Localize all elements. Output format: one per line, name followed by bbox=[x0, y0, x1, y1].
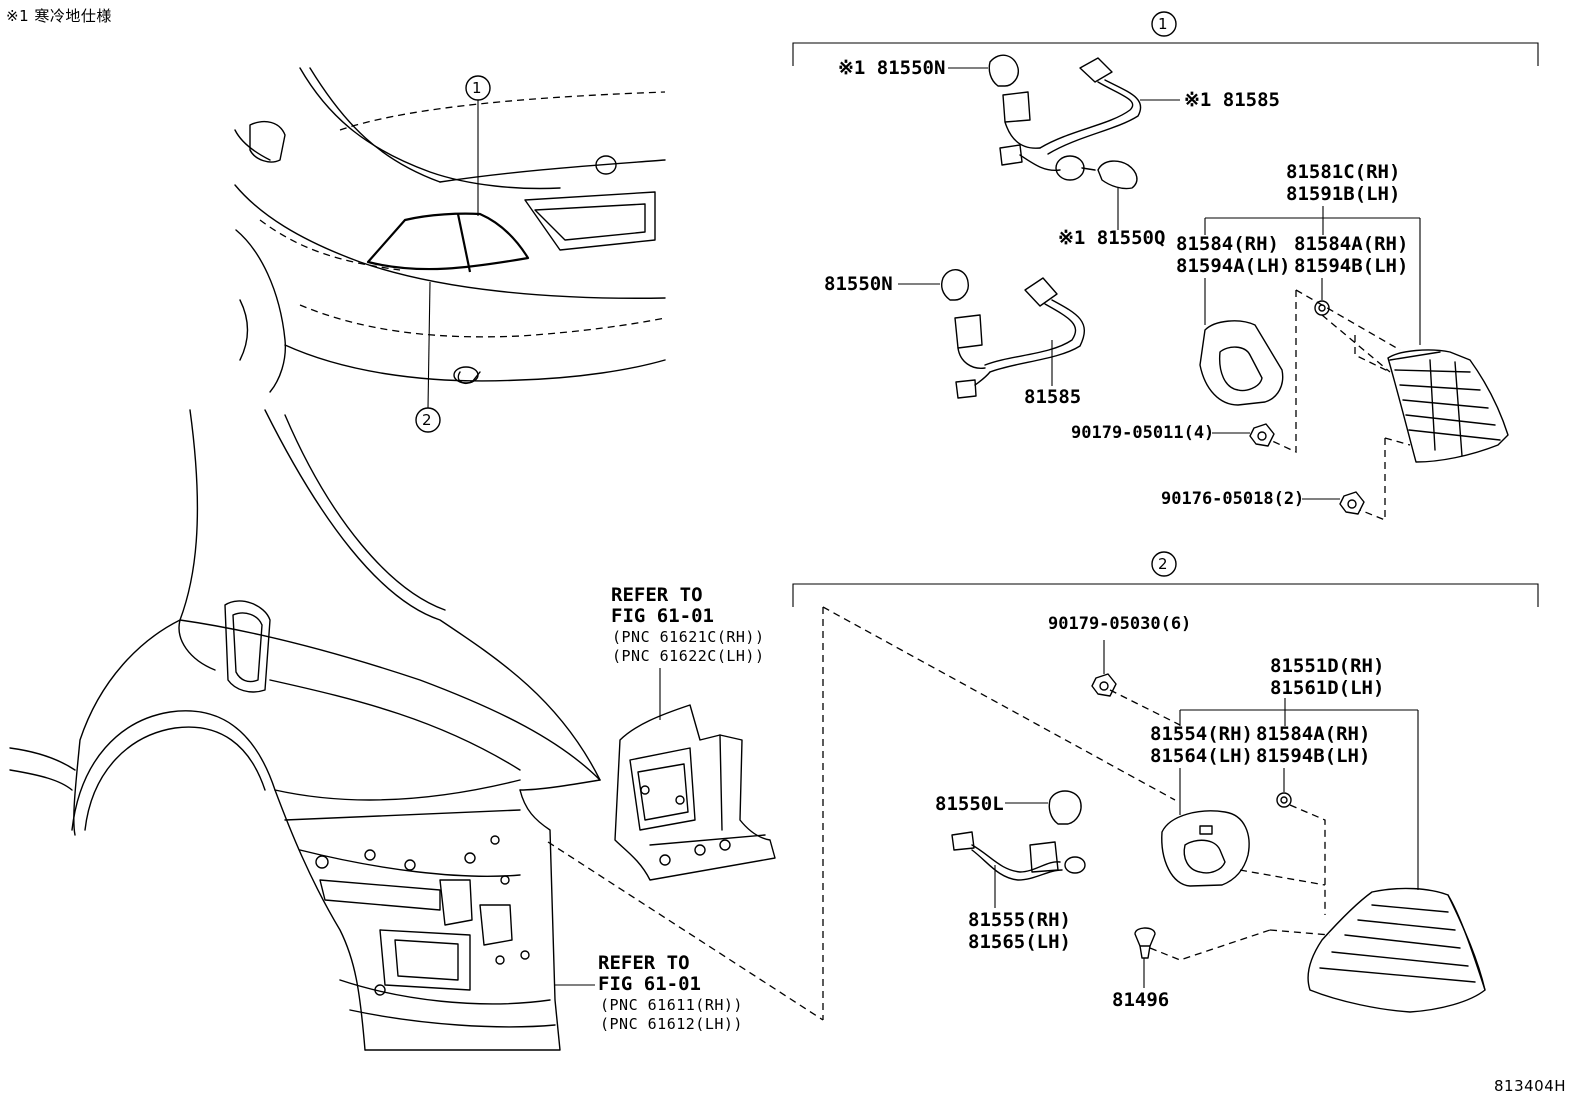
refer-upper-line1: REFER TO bbox=[611, 584, 703, 606]
refer-upper-line3: (PNC 61621C(RH)) bbox=[612, 628, 765, 646]
part-81561D-lh: 81561D(LH) bbox=[1270, 677, 1385, 699]
quarter-panel-illustration bbox=[9, 409, 601, 1051]
part-81555-rh: 81555(RH) bbox=[968, 909, 1071, 931]
bracket-panel-illustration bbox=[614, 704, 776, 881]
bulb-81550Q-cold-illustration bbox=[1097, 160, 1138, 230]
part-81594A-lh: 81594A(LH) bbox=[1176, 255, 1291, 277]
tail-lamp-81551D-illustration bbox=[1307, 887, 1486, 1013]
part-81550N: 81550N bbox=[824, 273, 893, 295]
part-81585-cold: ※1 81585 bbox=[1184, 89, 1280, 111]
refer-lower-line1: REFER TO bbox=[598, 952, 690, 974]
clip-81496-illustration bbox=[1134, 927, 1156, 988]
refer-upper-line4: (PNC 61622C(LH)) bbox=[612, 647, 765, 665]
part-81550Q-cold: ※1 81550Q bbox=[1058, 227, 1166, 249]
part-81496: 81496 bbox=[1112, 989, 1170, 1011]
bulb-81550N-illustration bbox=[898, 269, 970, 301]
harness-81585-cold-illustration bbox=[999, 57, 1180, 181]
cold-region-note: ※1 寒冷地仕様 bbox=[6, 7, 112, 25]
bulb-81550N-cold-illustration bbox=[948, 54, 1020, 87]
callout-1-group-label: 1 bbox=[1158, 15, 1169, 33]
part-81551D-rh: 81551D(RH) bbox=[1270, 655, 1385, 677]
refer-upper-line2: FIG 61-01 bbox=[611, 605, 714, 627]
harness-81555-illustration bbox=[951, 831, 1086, 908]
part-81581C-rh: 81581C(RH) bbox=[1286, 161, 1401, 183]
part-81584-rh: 81584(RH) bbox=[1176, 233, 1279, 255]
part-90176-05018: 90176-05018(2) bbox=[1161, 489, 1305, 509]
refer-lower-line4: (PNC 61612(LH)) bbox=[600, 1015, 743, 1033]
callout-2-car-label: 2 bbox=[422, 411, 433, 429]
callout-1-group bbox=[1151, 11, 1177, 37]
part-81594B-lh: 81594B(LH) bbox=[1294, 255, 1409, 277]
part-81550N-cold: ※1 81550N bbox=[838, 57, 946, 79]
harness-81585-illustration bbox=[954, 277, 1085, 399]
part-81584A-rh-g2: 81584A(RH) bbox=[1256, 723, 1371, 745]
car-rear-illustration bbox=[234, 67, 666, 393]
refer-lower-line2: FIG 61-01 bbox=[598, 973, 701, 995]
part-81550L: 81550L bbox=[935, 793, 1004, 815]
bulb-81550L-illustration bbox=[1005, 790, 1082, 825]
part-90179-05030: 90179-05030(6) bbox=[1048, 614, 1192, 634]
group-1-bracket bbox=[792, 42, 1539, 66]
tail-lamp-81581C-illustration bbox=[1387, 349, 1509, 463]
part-81565-lh: 81565(LH) bbox=[968, 931, 1071, 953]
gasket-81584-illustration bbox=[1199, 278, 1284, 406]
nut-90179-05030-illustration bbox=[1091, 640, 1117, 697]
part-81591B-lh: 81591B(LH) bbox=[1286, 183, 1401, 205]
callout-2-group bbox=[1151, 551, 1177, 577]
part-90179-05011: 90179-05011(4) bbox=[1071, 423, 1215, 443]
part-81554-rh: 81554(RH) bbox=[1150, 723, 1253, 745]
part-81594B-lh-g2: 81594B(LH) bbox=[1256, 745, 1371, 767]
nut-90179-05011-illustration bbox=[1212, 423, 1275, 447]
callout-1-car-label: 1 bbox=[472, 79, 483, 97]
figure-code: 813404H bbox=[1494, 1077, 1567, 1095]
callout-2-group-label: 2 bbox=[1158, 555, 1169, 573]
group-2-bracket bbox=[792, 583, 1539, 607]
part-81584A-rh: 81584A(RH) bbox=[1294, 233, 1409, 255]
part-81585: 81585 bbox=[1024, 386, 1082, 408]
refer-lower-line3: (PNC 61611(RH)) bbox=[600, 996, 743, 1014]
part-81564-lh: 81564(LH) bbox=[1150, 745, 1253, 767]
gasket-81554-illustration bbox=[1161, 768, 1250, 887]
nut-90176-05018-illustration bbox=[1302, 491, 1365, 515]
